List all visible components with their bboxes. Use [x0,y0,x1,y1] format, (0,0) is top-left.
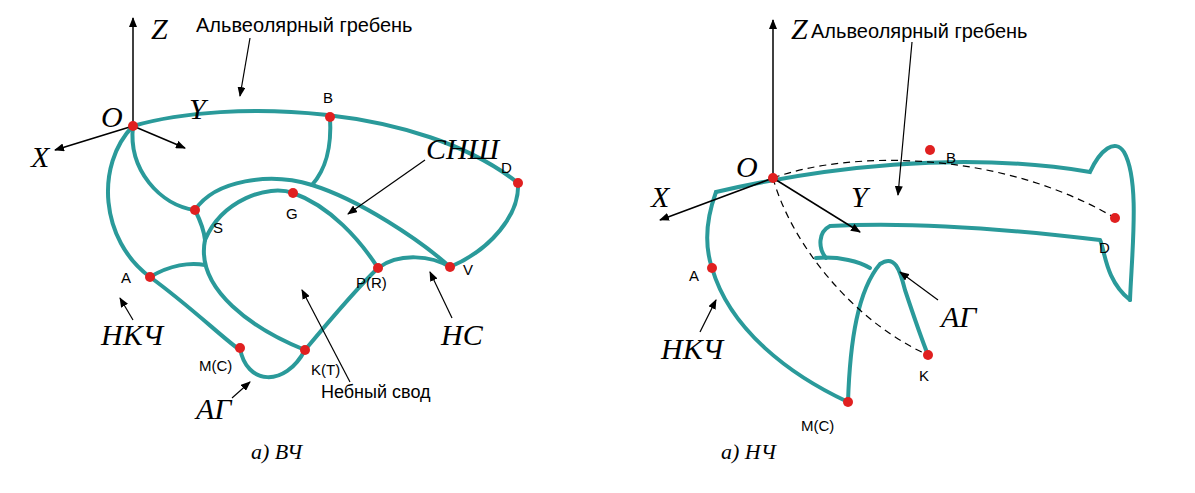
axis-name: O [100,100,124,133]
part-abbrev: АГ [940,300,977,333]
part-abbrev: НС [440,318,484,351]
point-dot [128,112,1120,407]
point-name: M(C) [198,358,233,375]
point-name: A [120,270,132,287]
point-name: S [212,220,224,237]
panel-caption: а) ВЧ [250,440,303,464]
panel-caption: а) НЧ [720,440,777,464]
axis-name: Y [850,180,869,213]
point-name: K(T) [310,362,341,379]
jaw-outline [108,111,1134,402]
point-name: M(C) [800,418,835,435]
axis-name: Y [188,92,207,125]
point-name: B [945,150,957,167]
axis-arrow [55,18,860,232]
point-name: G [285,206,299,223]
part-abbrev: НКЧ [100,318,164,351]
part-name: Альвеолярный гребень [195,14,414,36]
point-name: P(R) [355,275,388,292]
point-name: A [688,268,700,285]
axis-name: O [735,150,759,183]
axis-name: Z [150,12,169,45]
point-name: V [462,262,474,279]
part-abbrev: СНШ [425,132,500,165]
part-abbrev: АГ [195,392,232,425]
axis-name: X [30,140,50,173]
axis-name: Z [790,12,809,45]
part-name: Небный свод [320,383,432,403]
leader-arrow [120,38,938,398]
hidden-line [773,160,1115,355]
axis-name: X [650,180,670,213]
point-name: D [1098,240,1111,257]
point-name: D [500,160,513,177]
part-name: Альвеолярный гребень [810,20,1029,42]
point-name: B [322,90,334,107]
part-abbrev: НКЧ [660,332,724,365]
point-name: K [918,368,930,385]
